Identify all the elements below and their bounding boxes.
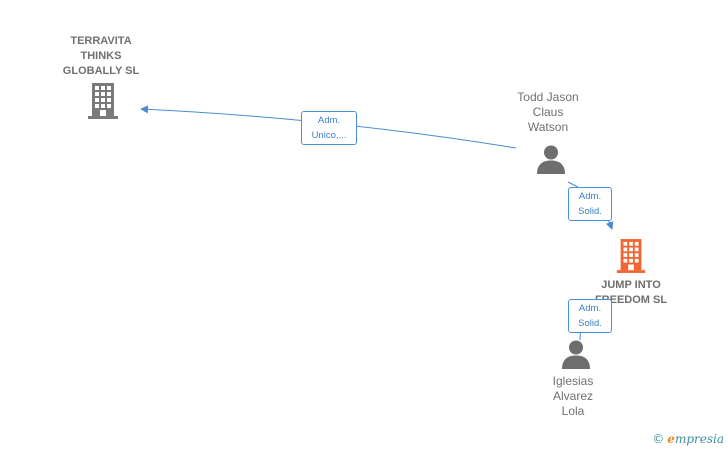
node-label-line: THINKS [80,50,122,62]
edge-label-line: Adm. [317,115,341,126]
node-label-line: Alvarez [552,389,593,403]
edge-label-iglesias-jump[interactable]: Adm. Solid. [568,299,612,333]
edge-label-line: Adm. [578,303,602,314]
node-label-line: GLOBALLY SL [62,65,140,77]
node-label-line: FREEDOM SL [594,294,668,306]
brand-name: mpresia [674,432,724,446]
edge-label-todd-terravita[interactable]: Adm. Unico,... [301,111,357,145]
node-label-line: Lola [561,404,585,418]
node-label-line: Iglesias [552,374,594,388]
node-label-todd[interactable]: Todd Jason Claus Watson [498,90,598,135]
node-label-line: JUMP INTO [601,279,661,291]
node-label-iglesias[interactable]: Iglesias Alvarez Lola [523,374,623,419]
edge-label-line: Solid. [578,318,602,329]
node-label-line: Watson [527,120,569,134]
edge-label-todd-jump[interactable]: Adm. Solid. [568,187,612,221]
node-label-line: TERRAVITA [70,35,132,47]
node-label-line: Claus [532,105,564,119]
edge-label-line: Adm. [578,191,602,202]
empresia-logo: ©empresia [652,432,724,446]
building-icon[interactable] [86,83,120,119]
node-label-terravita[interactable]: TERRAVITA THINKS GLOBALLY SL [46,34,156,79]
brand-initial: e [667,432,675,446]
node-label-line: Todd Jason [517,90,579,104]
copyright-symbol: © [652,432,665,446]
node-label-jump[interactable]: JUMP INTO FREEDOM SL [576,278,686,308]
person-icon[interactable] [536,144,566,174]
edge-label-line: Unico,... [311,130,347,141]
edge-label-line: Solid. [578,206,602,217]
building-icon[interactable] [615,238,647,274]
person-icon[interactable] [561,339,591,369]
